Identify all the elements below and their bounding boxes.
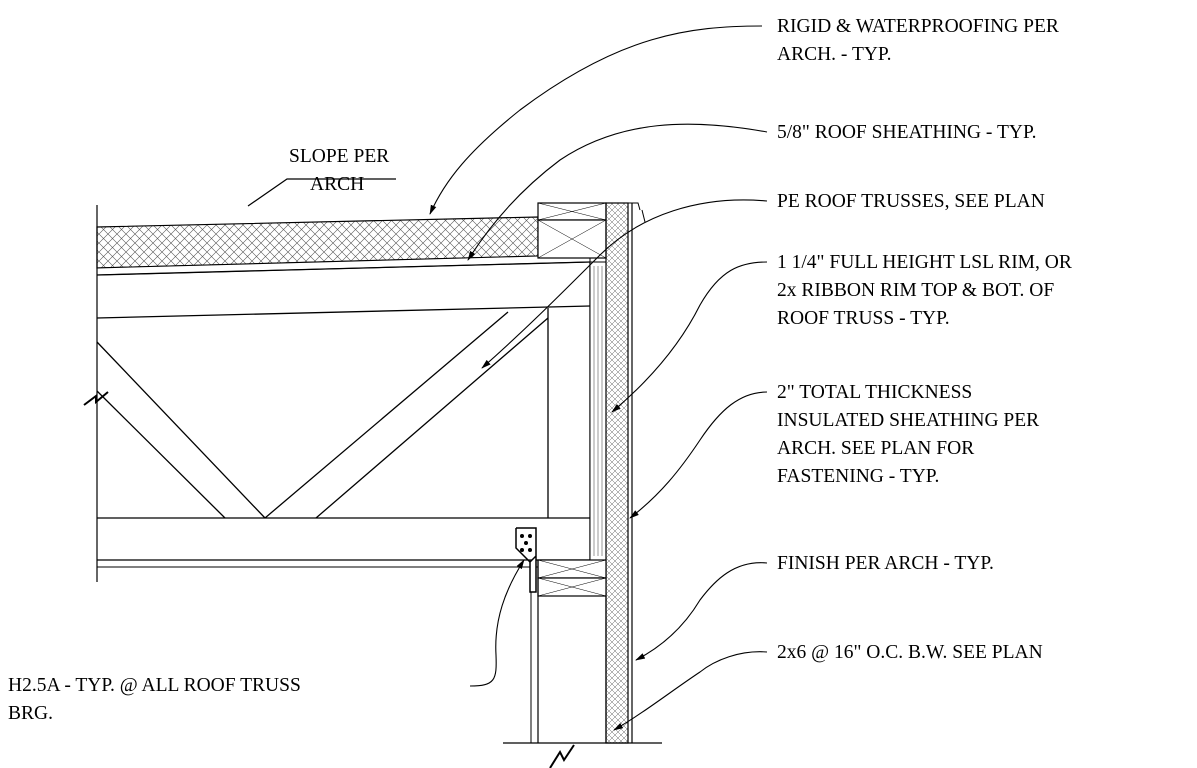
wall-top-plate-2-x (537, 577, 607, 597)
leader-trusses (481, 199, 768, 369)
note-insulation-line1: 2" TOTAL THICKNESS (777, 382, 972, 403)
leader-finish (635, 562, 768, 661)
note-sheathing: 5/8" ROOF SHEATHING - TYP. (777, 122, 1037, 143)
note-rigid-line2: ARCH. - TYP. (777, 44, 892, 65)
note-trusses: PE ROOF TRUSSES, SEE PLAN (777, 191, 1045, 212)
h25a-nail-2 (528, 534, 532, 538)
note-insulation-line3: ARCH. SEE PLAN FOR (777, 438, 974, 459)
bottom-break-mark (549, 744, 575, 768)
top-blocking-lower-x (537, 219, 607, 259)
note-insulation-line2: INSULATED SHEATHING PER (777, 410, 1039, 431)
note-h25a-line2: BRG. (8, 703, 53, 724)
truss-web-diagonal-mid (264, 311, 509, 519)
leader-rigid (429, 25, 763, 215)
h25a-nail-3 (524, 541, 528, 545)
note-rigid-line1: RIGID & WATERPROOFING PER (777, 16, 1059, 37)
drip-edge (606, 202, 646, 223)
h25a-nail-5 (528, 548, 532, 552)
note-finish: FINISH PER ARCH - TYP. (777, 553, 994, 574)
truss-web-diagonal-left-2 (96, 390, 226, 519)
left-break-mark (83, 391, 109, 406)
truss-top-chord-bottom (96, 305, 591, 319)
truss-web-diagonal-mid-2 (315, 317, 549, 519)
note-rim-line1: 1 1/4" FULL HEIGHT LSL RIM, OR (777, 252, 1072, 273)
slope-label-line1: SLOPE PER (289, 146, 389, 167)
leader-rim (611, 261, 768, 413)
note-rim-line2: 2x RIBBON RIM TOP & BOT. OF (777, 280, 1054, 301)
h25a-tie-edge (515, 528, 531, 563)
leader-h25a (469, 559, 525, 687)
truss-top-chord-top (96, 261, 591, 276)
truss-web-diagonal-left (96, 341, 266, 519)
leader-insulation (629, 391, 768, 519)
h25a-nail-4 (520, 548, 524, 552)
leader-stud (613, 651, 768, 731)
note-h25a-line1: H2.5A - TYP. @ ALL ROOF TRUSS (8, 675, 301, 696)
note-rim-line3: ROOF TRUSS - TYP. (777, 308, 950, 329)
insulated-sheathing (605, 202, 629, 744)
note-stud: 2x6 @ 16" O.C. B.W. SEE PLAN (777, 642, 1043, 663)
top-blocking-upper-x (537, 202, 607, 221)
h25a-nail-1 (520, 534, 524, 538)
leader-sheathing (467, 123, 768, 261)
slope-indicator-line (247, 178, 396, 207)
wall-top-plate-1-x (537, 559, 607, 579)
note-insulation-line4: FASTENING - TYP. (777, 466, 939, 487)
slope-label-line2: ARCH (310, 174, 364, 195)
